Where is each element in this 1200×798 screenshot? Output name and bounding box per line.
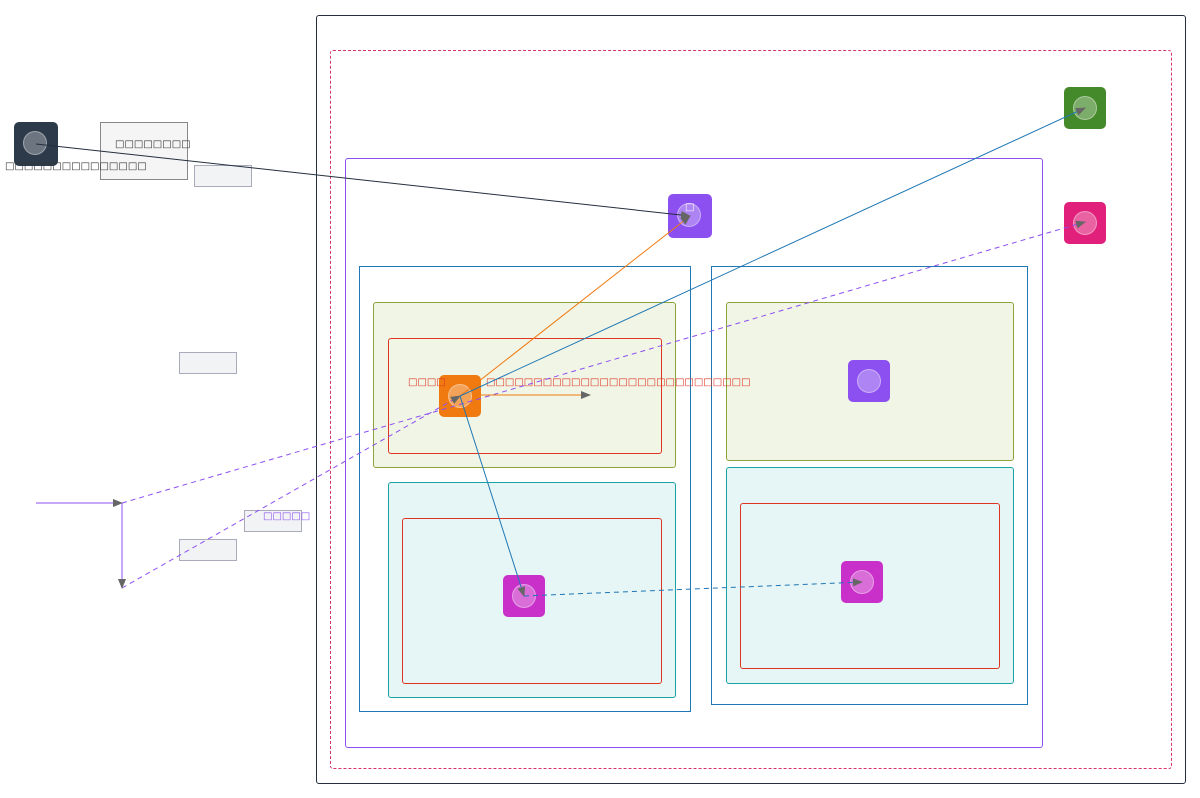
- public-subnet-left: [373, 302, 676, 468]
- edge-db-replica: [523, 578, 863, 597]
- note-box: □□□□□□□□: [100, 122, 191, 180]
- vpc-right: [711, 266, 1028, 705]
- label-box: [179, 539, 237, 561]
- cloud-boundary: [316, 15, 1186, 784]
- api-glyph: □: [685, 202, 695, 213]
- compute-label-left: □□□□: [408, 377, 446, 388]
- edge-compute-storage: [459, 107, 1086, 397]
- edge-user-api: [35, 143, 691, 219]
- edge-label: □□□□□: [263, 511, 311, 522]
- vpc-left: [359, 266, 691, 712]
- security-group-public: [388, 338, 662, 454]
- security-group-private-right: [740, 503, 1000, 669]
- region-boundary: [345, 158, 1043, 748]
- edge-compute-api: [459, 215, 691, 397]
- edge-label-box: □□□□□: [244, 510, 310, 532]
- label-box: [194, 165, 252, 187]
- user-label: □□□□□□□□□□□□□□□: [5, 161, 147, 172]
- edge-compute-monitor: [121, 220, 1086, 504]
- edge-compute-db: [459, 395, 526, 597]
- compute-label-right: □□□□□□□□□□□□□□□□□□□□□□□□□□□□: [486, 377, 751, 388]
- service-icon[interactable]: [848, 360, 890, 402]
- account-boundary: [330, 50, 1172, 769]
- edge-loop-compute: [121, 395, 461, 589]
- monitoring-icon[interactable]: [1064, 202, 1106, 244]
- label-box: [179, 352, 237, 374]
- security-group-private-left: [402, 518, 662, 684]
- note-text: □□□□□□□□: [115, 139, 191, 150]
